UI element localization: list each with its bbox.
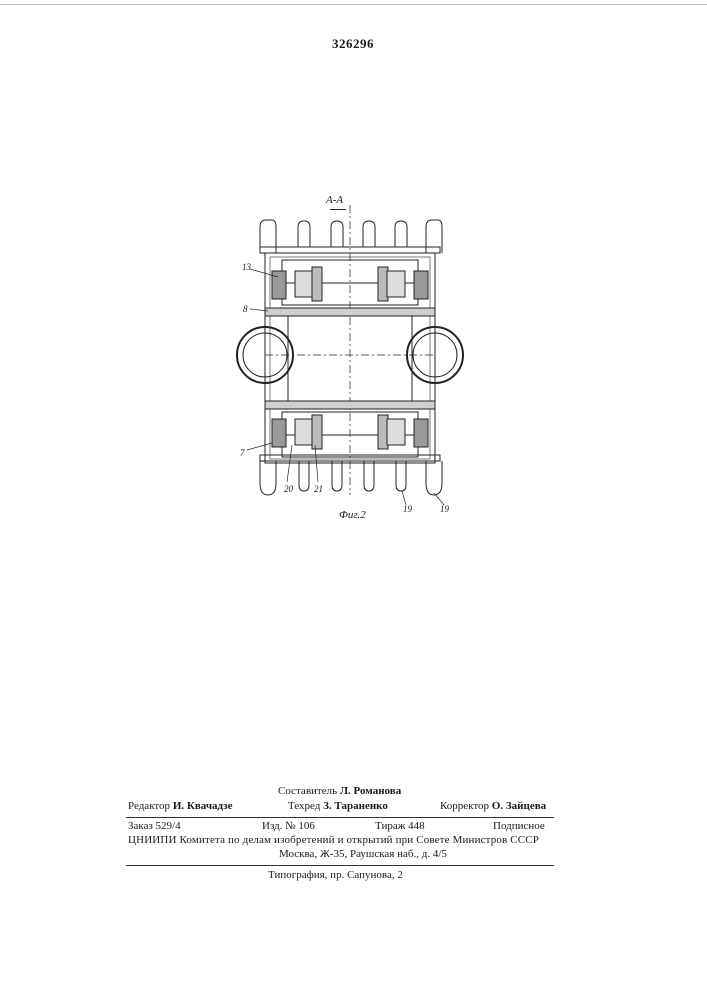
divider-1	[126, 817, 554, 818]
callout-13: 13	[242, 262, 251, 272]
editor-line: Редактор И. Квачадзе	[128, 800, 233, 812]
order-number: Заказ 529/4	[128, 820, 181, 832]
printing-house: Типография, пр. Сапунова, 2	[268, 869, 403, 881]
techred-line: Техред З. Тараненко	[288, 800, 388, 812]
corrector-line: Корректор О. Зайцева	[440, 800, 546, 812]
leader-lines	[247, 269, 444, 505]
edition-number: Изд. № 106	[262, 820, 315, 832]
top-teeth	[260, 220, 442, 253]
print-run: Тираж 448	[375, 820, 425, 832]
compiler-line: Составитель Л. Романова	[278, 785, 401, 797]
editor-name: И. Квачадзе	[173, 800, 233, 812]
callout-20: 20	[284, 484, 293, 494]
techred-name: З. Тараненко	[323, 800, 388, 812]
patent-number: 326296	[332, 36, 374, 52]
corrector-name: О. Зайцева	[492, 800, 546, 812]
callout-21: 21	[314, 484, 323, 494]
divider-2	[126, 865, 554, 866]
compiler-label: Составитель	[278, 785, 337, 797]
corrector-label: Корректор	[440, 800, 489, 812]
institution: ЦНИИПИ Комитета по делам изобретений и о…	[128, 834, 539, 846]
callout-8: 8	[243, 304, 248, 314]
figure-caption: Фиг.2	[339, 509, 366, 521]
upper-beam	[265, 308, 435, 316]
compiler-name: Л. Романова	[340, 785, 401, 797]
technical-drawing	[220, 205, 480, 505]
techred-label: Техред	[288, 800, 320, 812]
subscription: Подписное	[493, 820, 545, 832]
upper-carriage	[272, 260, 428, 305]
callout-7: 7	[240, 448, 245, 458]
lower-beam	[265, 401, 435, 409]
top-border-line	[0, 4, 707, 5]
editor-label: Редактор	[128, 800, 170, 812]
callout-19b: 19	[440, 504, 449, 514]
callout-19a: 19	[403, 504, 412, 514]
address: Москва, Ж-35, Раушская наб., д. 4/5	[279, 848, 447, 860]
